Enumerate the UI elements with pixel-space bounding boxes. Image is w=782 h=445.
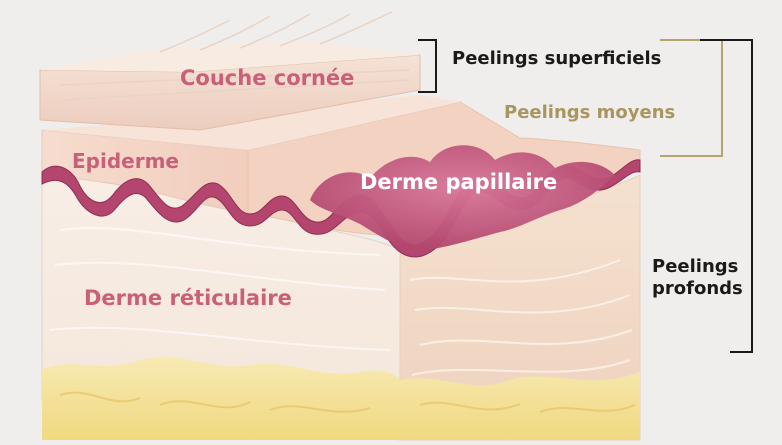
- label-epiderme: Epiderme: [72, 149, 179, 173]
- label-derme-reticulaire: Derme réticulaire: [84, 286, 292, 310]
- label-peelings-moyens: Peelings moyens: [504, 102, 675, 123]
- label-peelings-profonds-line2: profonds: [652, 278, 743, 299]
- label-couche-cornee: Couche cornée: [180, 66, 354, 90]
- bracket-moyens: [660, 40, 722, 156]
- label-peelings-profonds-line1: Peelings: [652, 256, 738, 277]
- label-derme-papillaire: Derme papillaire: [360, 170, 557, 194]
- bracket-superficiels: [418, 40, 436, 92]
- bracket-profonds: [700, 40, 752, 352]
- label-peelings-superficiels: Peelings superficiels: [452, 48, 661, 69]
